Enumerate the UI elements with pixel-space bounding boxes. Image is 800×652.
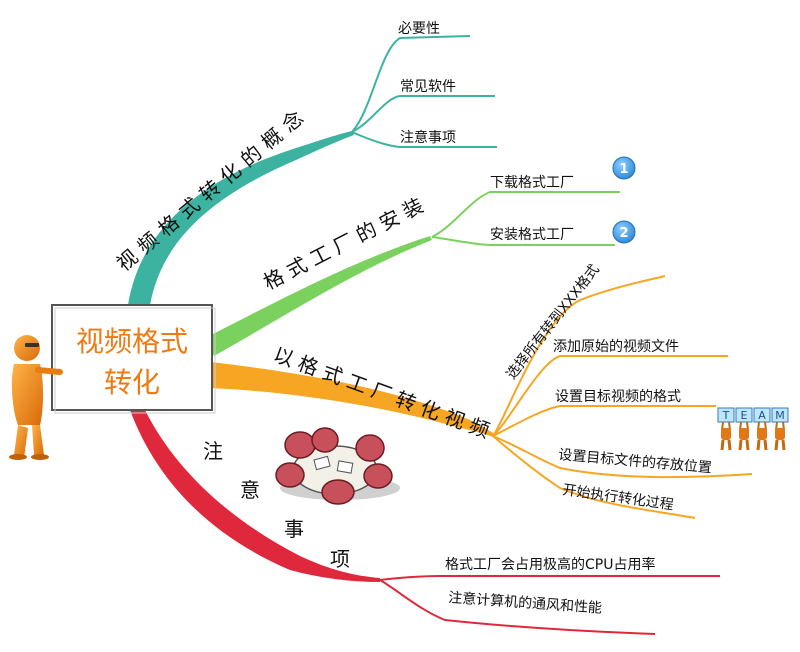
branch-1-title[interactable]: 视频格式转化的概念 bbox=[112, 101, 314, 276]
badge-1-label: 1 bbox=[619, 162, 628, 177]
meeting-table-icon bbox=[275, 427, 400, 505]
team-letter-4: M bbox=[775, 409, 785, 422]
branch-1-child-3[interactable]: 注意事项 bbox=[400, 129, 456, 146]
branch-4-child-2-wrap[interactable]: 注意计算机的通风和性能 bbox=[448, 589, 603, 617]
branch-2-child-2[interactable]: 安装格式工厂 bbox=[490, 227, 574, 243]
branch-3-child-2[interactable]: 添加原始的视频文件 bbox=[553, 339, 679, 355]
branch-teal-shape bbox=[128, 131, 354, 305]
branch-3-child-1-wrap[interactable]: 选择所有转到XXX格式 bbox=[504, 262, 603, 383]
branch-1-child-1[interactable]: 必要性 bbox=[398, 21, 440, 37]
branch-orange-shape bbox=[210, 362, 495, 437]
teal-subbranches bbox=[351, 35, 497, 148]
team-letter-1: T bbox=[722, 409, 730, 422]
branch-4-title-char-3[interactable]: 事 bbox=[284, 517, 304, 541]
badge-2-label: 2 bbox=[619, 226, 628, 241]
branch-red-shape bbox=[130, 410, 380, 582]
orange-subbranches bbox=[492, 275, 753, 519]
team-letter-3: A bbox=[758, 409, 766, 422]
badge-2-icon: 2 bbox=[612, 220, 636, 244]
red-subbranches bbox=[379, 575, 720, 635]
branch-1-title-text: 视频格式转化的概念 bbox=[112, 101, 314, 276]
branch-3-child-5-wrap[interactable]: 开始执行转化过程 bbox=[561, 482, 674, 513]
presenter-figure-icon bbox=[9, 335, 63, 460]
branch-3-child-3[interactable]: 设置目标视频的格式 bbox=[555, 389, 681, 405]
central-title-line2: 转化 bbox=[104, 366, 160, 399]
team-letter-2: E bbox=[741, 409, 748, 422]
branch-4-title-char-1[interactable]: 注 bbox=[203, 439, 223, 463]
branch-4-title-char-4[interactable]: 项 bbox=[330, 547, 350, 571]
branch-3-child-1: 选择所有转到XXX格式 bbox=[504, 262, 603, 383]
branch-4-child-2: 注意计算机的通风和性能 bbox=[448, 589, 603, 617]
green-subbranches bbox=[431, 191, 620, 246]
branch-1-child-2[interactable]: 常见软件 bbox=[400, 79, 456, 95]
branch-4-child-1[interactable]: 格式工厂会占用极高的CPU占用率 bbox=[445, 556, 655, 573]
central-title-line1: 视频格式 bbox=[76, 325, 188, 358]
branch-4-title-char-2[interactable]: 意 bbox=[240, 478, 260, 502]
branch-green-shape bbox=[205, 236, 432, 356]
badge-1-icon: 1 bbox=[612, 156, 636, 180]
branch-2-child-1[interactable]: 下载格式工厂 bbox=[490, 175, 574, 191]
team-figures-icon: T E A M bbox=[717, 407, 789, 451]
central-topic[interactable]: 视频格式 转化 bbox=[51, 304, 216, 414]
branch-3-child-5: 开始执行转化过程 bbox=[561, 482, 674, 513]
